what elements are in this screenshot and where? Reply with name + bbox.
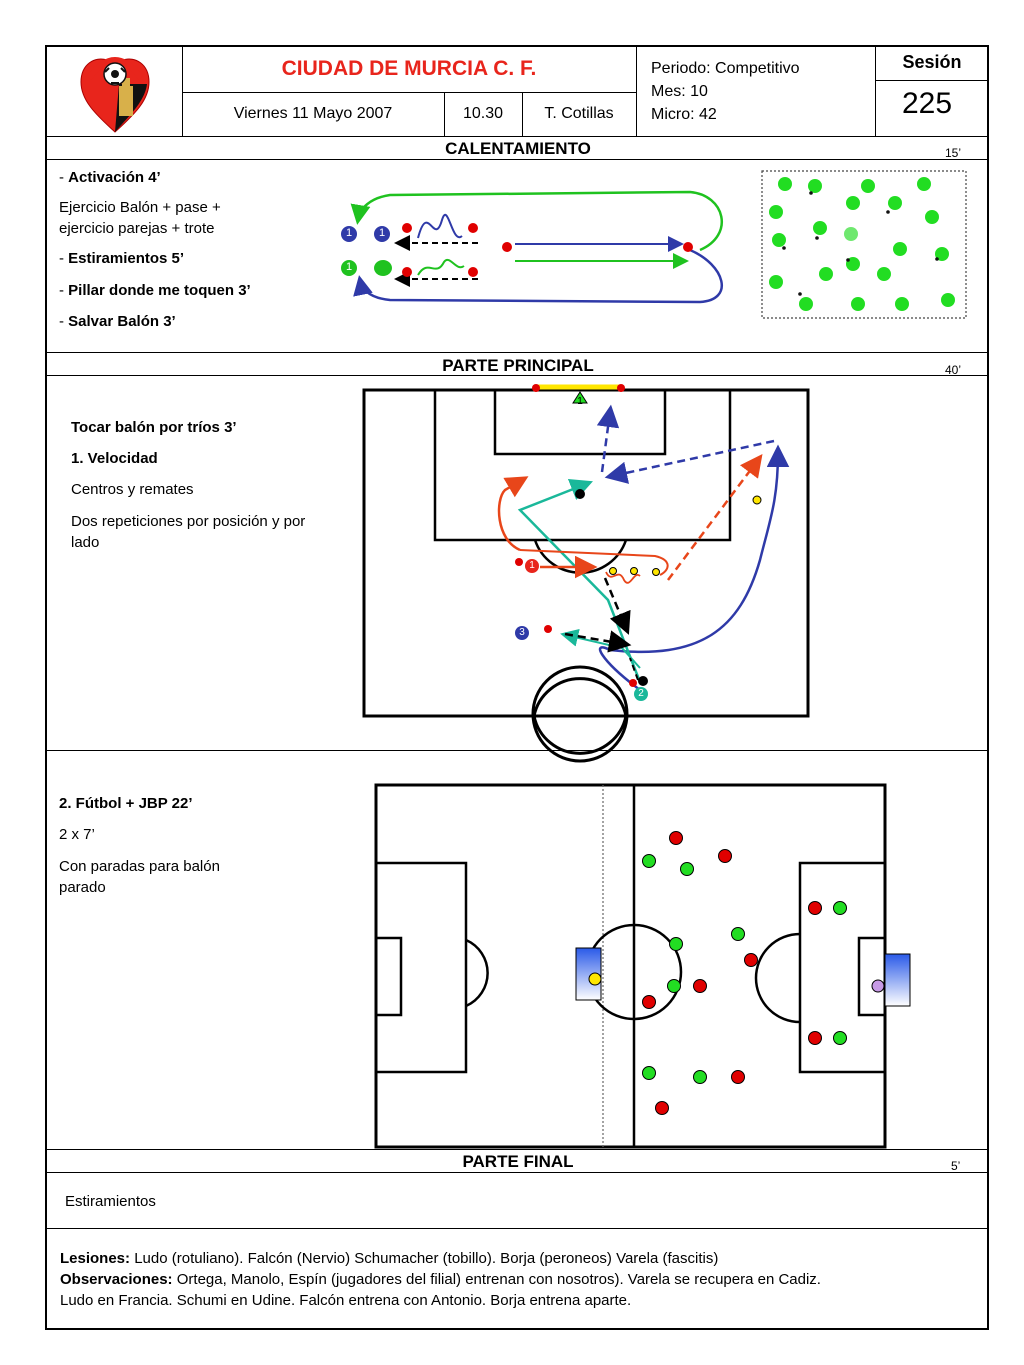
- section-title-calentamiento: CALENTAMIENTO: [445, 139, 591, 158]
- warmup-drill-diagram: [341, 170, 967, 319]
- crossing-drill-diagram: [362, 384, 810, 763]
- exercise-text: Con paradas para balón parado: [59, 858, 220, 896]
- divider: [522, 92, 523, 137]
- exercise-title: Tocar balón por tríos 3’: [71, 419, 237, 436]
- divider: [182, 92, 636, 93]
- micro: Micro: 42: [651, 106, 717, 123]
- divider: [45, 1172, 989, 1173]
- session-location: T. Cotillas: [544, 105, 614, 122]
- warmup-item: - Estiramientos 5’: [59, 250, 185, 267]
- divider: [875, 45, 876, 137]
- warmup-item: - Salvar Balón 3’: [59, 313, 176, 330]
- divider: [444, 92, 445, 137]
- session-time: 10.30: [462, 105, 504, 122]
- warmup-item: Ejercicio Balón + pase +: [59, 199, 221, 216]
- exercise-title: 2. Fútbol + JBP 22’: [59, 795, 193, 812]
- club-crest-icon: [80, 57, 150, 133]
- divider: [45, 136, 989, 137]
- session-date: Viernes 11 Mayo 2007: [233, 105, 393, 122]
- club-name: CIUDAD DE MURCIA C. F.: [281, 57, 537, 80]
- player-label: 1: [529, 560, 535, 571]
- session-label: Sesión: [902, 52, 962, 72]
- divider: [875, 80, 989, 81]
- exercise-subtitle: 1. Velocidad: [71, 450, 158, 467]
- final-activity: Estiramientos: [65, 1193, 156, 1210]
- divider: [45, 375, 989, 376]
- lesiones: Lesiones: Ludo (rotuliano). Falcón (Nerv…: [60, 1250, 719, 1267]
- section-duration: 15’: [945, 146, 962, 160]
- warmup-item: - Activación 4’: [59, 169, 161, 186]
- player-label: 2: [638, 688, 644, 699]
- divider: [45, 1149, 989, 1150]
- divider: [45, 750, 989, 751]
- exercise-text: Dos repeticiones por posición y por lado: [71, 513, 306, 551]
- club-logo: [75, 48, 155, 134]
- warmup-item: ejercicio parejas + trote: [59, 220, 215, 237]
- divider: [45, 1228, 989, 1229]
- divider: [636, 45, 637, 137]
- player-label: 1: [378, 227, 386, 239]
- match-pitch-diagram: [374, 783, 911, 1149]
- player-label: 1: [577, 396, 583, 407]
- section-duration: 5’: [951, 1159, 961, 1173]
- exercise-text: Centros y remates: [71, 481, 194, 498]
- exercise-text: 2 x 7’: [59, 826, 95, 843]
- player-label: 1: [345, 227, 353, 239]
- warmup-item: - Pillar donde me toquen 3’: [59, 282, 251, 299]
- mes: Mes: 10: [651, 83, 708, 100]
- section-title-principal: PARTE PRINCIPAL: [442, 356, 594, 375]
- divider: [45, 352, 989, 353]
- player-label: 1: [345, 261, 353, 273]
- section-title-final: PARTE FINAL: [462, 1152, 574, 1171]
- divider: [45, 159, 989, 160]
- divider: [182, 45, 183, 137]
- observaciones-cont: Ludo en Francia. Schumi en Udine. Falcón…: [60, 1292, 632, 1309]
- periodo: Periodo: Competitivo: [651, 60, 800, 77]
- section-duration: 40’: [945, 363, 962, 377]
- session-sheet: [45, 45, 989, 1330]
- player-label: 3: [519, 627, 525, 638]
- observaciones: Observaciones: Ortega, Manolo, Espín (ju…: [60, 1271, 821, 1288]
- session-number: 225: [901, 87, 953, 120]
